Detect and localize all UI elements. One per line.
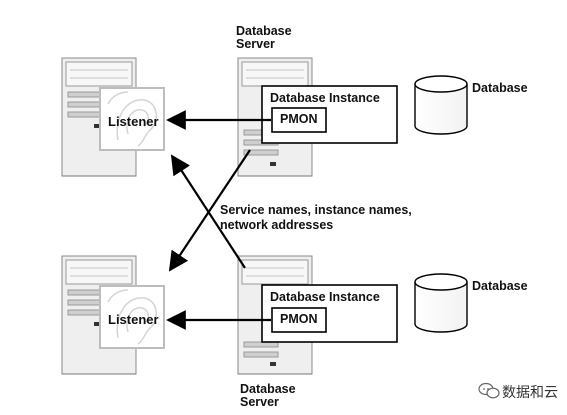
registration-info-line2: network addresses bbox=[220, 218, 334, 232]
instance-label-bottom: Database Instance bbox=[270, 290, 380, 304]
watermark-text: 数据和云 bbox=[502, 385, 558, 401]
listener-label-top: Listener bbox=[108, 114, 159, 129]
pmon-label-top: PMON bbox=[280, 112, 318, 126]
registration-info-line1: Service names, instance names, bbox=[220, 203, 412, 217]
server-label-top: Database Server bbox=[236, 25, 292, 51]
server-label-bottom-line1: Database bbox=[240, 382, 296, 396]
database-cylinder-top bbox=[414, 75, 468, 135]
server-label-top-line1: Database bbox=[236, 24, 292, 38]
database-cylinder-bottom bbox=[414, 273, 468, 333]
pmon-label-bottom: PMON bbox=[280, 312, 318, 326]
database-instance-box-top bbox=[261, 85, 398, 144]
arrow-cross-to-listener-top bbox=[170, 154, 246, 269]
listener-box-bottom bbox=[99, 285, 165, 349]
registration-info-label: Service names, instance names, network a… bbox=[220, 203, 412, 233]
server-label-top-line2: Server bbox=[236, 37, 275, 51]
pmon-box-bottom bbox=[271, 307, 327, 333]
server-label-bottom: Database Server bbox=[240, 383, 296, 409]
chat-bubble-icon bbox=[478, 382, 500, 399]
instance-label-top: Database Instance bbox=[270, 91, 380, 105]
ear-icon bbox=[107, 289, 157, 345]
database-label-top: Database bbox=[472, 81, 528, 95]
listener-box-top bbox=[99, 87, 165, 151]
arrow-cross-to-listener-bottom bbox=[168, 149, 251, 272]
database-label-bottom: Database bbox=[472, 279, 528, 293]
server-label-bottom-line2: Server bbox=[240, 395, 279, 409]
listener-label-bottom: Listener bbox=[108, 312, 159, 327]
ear-icon bbox=[107, 91, 157, 147]
pmon-box-top bbox=[271, 107, 327, 133]
